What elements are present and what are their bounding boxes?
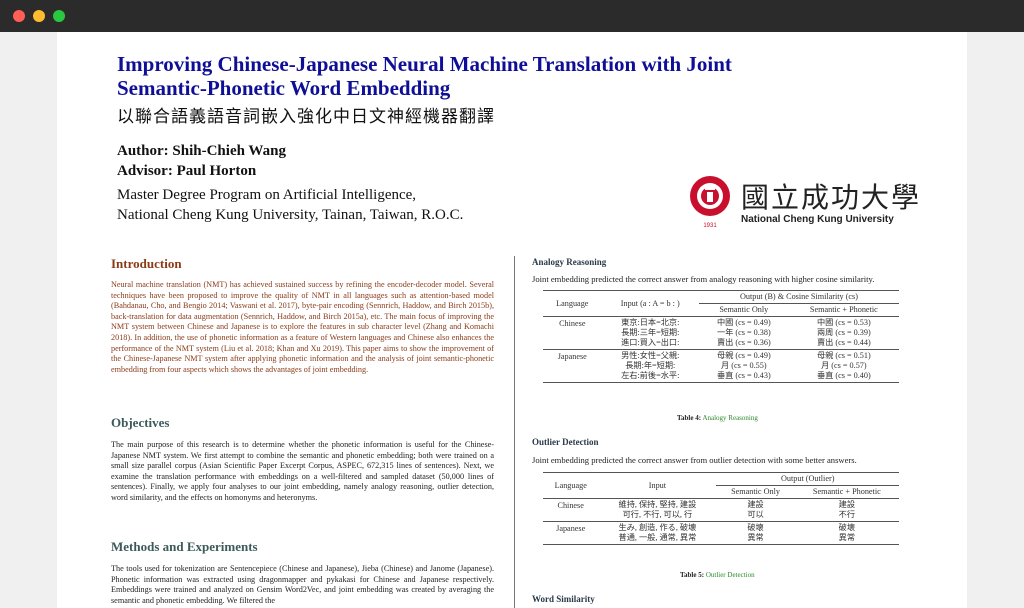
- close-dot-icon[interactable]: [13, 10, 25, 22]
- methods-text: The tools used for tokenization are Sent…: [111, 564, 494, 605]
- poster-page: Improving Chinese-Japanese Neural Machin…: [57, 32, 967, 608]
- table-row: Chinese 東京:日本=北京: 長期:三年=短期: 進口:買入=出口: 中國…: [543, 317, 899, 350]
- analogy-header-semphon: Semantic + Phonetic: [809, 305, 878, 314]
- intro-heading: Introduction: [111, 256, 182, 271]
- analogy-table: Language Input (a : A = b : ) Output (B)…: [543, 290, 899, 383]
- poster-title: Improving Chinese-Japanese Neural Machin…: [117, 52, 732, 100]
- analogy-heading: Analogy Reasoning: [532, 257, 607, 267]
- ncku-logo: 1931 國立成功大學 National Cheng Kung Universi…: [685, 172, 935, 232]
- outlier-caption: Table 5: Outlier Detection: [680, 571, 755, 579]
- advisor-line: Advisor: Paul Horton: [117, 163, 257, 179]
- objectives-heading: Objectives: [111, 415, 170, 430]
- university-line: National Cheng Kung University, Tainan, …: [117, 207, 464, 223]
- table-row: Chinese 維持, 保持, 堅持, 建設 可行, 不行, 可以, 行 建設 …: [543, 499, 899, 522]
- outlier-header-sem: Semantic Only: [731, 487, 780, 496]
- ncku-seal-icon: 1931: [690, 176, 730, 229]
- intro-text: Neural machine translation (NMT) has ach…: [111, 280, 494, 374]
- column-divider: [514, 256, 515, 608]
- analogy-header-input: Input (a : A = b : ): [601, 290, 699, 317]
- table-row: Japanese 生み, 創造, 作る, 破壊 普通, 一般, 通常, 異常 破…: [543, 522, 899, 545]
- methods-heading: Methods and Experiments: [111, 539, 258, 554]
- program-line: Master Degree Program on Artificial Inte…: [117, 187, 417, 203]
- outlier-table: Language Input Output (Outlier) Semantic…: [543, 472, 899, 545]
- window-titlebar: [0, 0, 1024, 32]
- table-row: Japanese 男性:女性=父親: 長期:年=短期: 左右:前後=水平: 母親…: [543, 350, 899, 383]
- outlier-header-semphon: Semantic + Phonetic: [812, 487, 881, 496]
- maximize-dot-icon[interactable]: [53, 10, 65, 22]
- analogy-header-output: Output (B) & Cosine Similarity (cs): [698, 290, 899, 304]
- poster-subtitle-chinese: 以聯合語義語音詞嵌入強化中日文神經機器翻譯: [117, 107, 495, 127]
- similarity-heading: Word Similarity: [532, 594, 595, 604]
- author-line: Author: Shih-Chieh Wang: [117, 143, 286, 159]
- logo-chinese-text: 國立成功大學: [741, 181, 922, 214]
- outlier-lead: Joint embedding predicted the correct an…: [532, 455, 857, 465]
- minimize-dot-icon[interactable]: [33, 10, 45, 22]
- seal-year: 1931: [703, 223, 717, 229]
- outlier-header-output: Output (Outlier): [716, 472, 899, 486]
- outlier-heading: Outlier Detection: [532, 437, 599, 447]
- analogy-lead: Joint embedding predicted the correct an…: [532, 274, 875, 284]
- outlier-header-input: Input: [598, 472, 717, 499]
- analogy-caption: Table 4: Analogy Reasoning: [677, 414, 758, 422]
- outlier-header-language: Language: [543, 472, 599, 499]
- analogy-header-language: Language: [543, 290, 602, 317]
- objectives-text: The main purpose of this research is to …: [111, 440, 494, 502]
- logo-english-text: National Cheng Kung University: [741, 214, 894, 225]
- analogy-header-sem: Semantic Only: [719, 305, 769, 314]
